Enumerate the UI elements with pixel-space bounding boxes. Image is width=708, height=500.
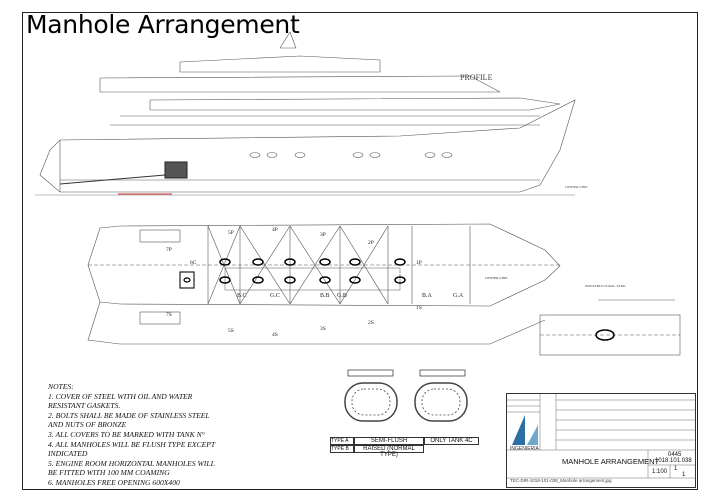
type-b-code: TYPE B xyxy=(330,445,354,453)
drawing-title: MANHOLE ARRANGEMENT xyxy=(562,457,660,466)
note-line: 6. MANHOLES FREE OPENING 600X400 xyxy=(48,477,180,487)
company-name: INGENIERIA xyxy=(510,446,539,452)
tank-label-2p: 2P xyxy=(368,240,374,246)
tank-label-1s: 1S xyxy=(416,305,422,311)
drawing-scale: 1:100 xyxy=(652,469,668,475)
tank-label-gb: G.B xyxy=(337,293,347,299)
plan-outline xyxy=(87,223,561,307)
note-line: 5. ENGINE ROOM HORIZONTAL MANHOLES WILL xyxy=(48,458,215,468)
mast xyxy=(279,31,297,49)
center-line-label-profile: CENTER LINE xyxy=(565,185,587,189)
notes-heading: NOTES: xyxy=(48,382,74,391)
tank-label-4p: 4P xyxy=(272,227,278,233)
tank-label-bc: B.C xyxy=(237,293,247,299)
note-line: 4. ALL MANHOLES WILL BE FLUSH TYPE EXCEP… xyxy=(48,439,216,449)
tank-label-5p: 5P xyxy=(228,230,234,236)
drawing-sheet-border xyxy=(22,12,698,490)
profile-label: PROFILE xyxy=(460,73,493,82)
manhole-details xyxy=(344,369,468,422)
title-block-grid xyxy=(506,393,696,479)
tank-label-gc: G.C xyxy=(270,293,280,299)
tank-label-ga: G.A xyxy=(453,293,464,299)
note-line: 2. BOLTS SHALL BE MADE OF STAINLESS STEE… xyxy=(48,410,210,420)
type-a-note: ONLY TANK 4C xyxy=(424,437,479,445)
tank-label-5s: 5S xyxy=(228,328,234,334)
tank-label-1p: 1P xyxy=(416,260,422,266)
tank-label-7p: 7P xyxy=(166,247,172,253)
sheet-number: 1 xyxy=(674,466,678,472)
engine xyxy=(59,161,188,185)
type-a-desc: SEMI-FLUSH xyxy=(354,437,424,445)
project-number: 0445 xyxy=(668,452,682,458)
drawing-number: 1018.101.038 xyxy=(655,458,692,464)
page-title: Manhole Arrangement xyxy=(26,10,300,39)
sheet-total: 1 xyxy=(682,472,686,478)
hull-outline xyxy=(39,99,576,193)
company-logo-icon xyxy=(512,415,538,445)
type-b-desc: RAISED (NORMAL TYPE) xyxy=(354,445,424,458)
note-line: AND NUTS OF BRONZE xyxy=(48,420,127,430)
note-line: BE FITTED WITH 100 MM COAMING xyxy=(48,468,170,478)
mid-deck xyxy=(99,75,501,93)
center-line-label-plan: CENTER LINE xyxy=(485,276,508,280)
top-deck xyxy=(179,55,381,73)
nonstructural-tank-label: NONSTRUCTURAL TANK xyxy=(585,284,626,288)
tank-label-4s: 4S xyxy=(272,332,278,338)
note-line: INDICATED xyxy=(48,449,88,459)
tank-label-3p: 3P xyxy=(320,232,326,238)
profile-view xyxy=(35,31,576,196)
tank-label-2s: 2S xyxy=(368,320,374,326)
note-line: 1. COVER OF STEEL WITH OIL AND WATER xyxy=(48,391,193,401)
title-block xyxy=(506,393,696,488)
tank-label-ba: B.A xyxy=(422,293,432,299)
nonstructural-tank-detail xyxy=(539,299,681,356)
notes-block: NOTES: 1. COVER OF STEEL WITH OIL AND WA… xyxy=(48,382,298,488)
type-a-code: TYPE A xyxy=(330,437,354,445)
note-line: 3. ALL COVERS TO BE MARKED WITH TANK N° xyxy=(48,429,205,439)
upper-deck xyxy=(149,97,561,111)
tank-label-6c: 6C xyxy=(190,260,197,266)
tank-label-7s: 7S xyxy=(166,312,172,318)
file-path: TEC-DIR-1018-101-038_Manhole arrangement… xyxy=(510,478,612,483)
manhole-symbols xyxy=(183,258,406,284)
plan-view xyxy=(87,223,561,325)
note-line: RESISTANT GASKETS. xyxy=(48,401,121,411)
tank-label-3s: 3S xyxy=(320,326,326,332)
tank-label-bb: B.B xyxy=(320,293,330,299)
